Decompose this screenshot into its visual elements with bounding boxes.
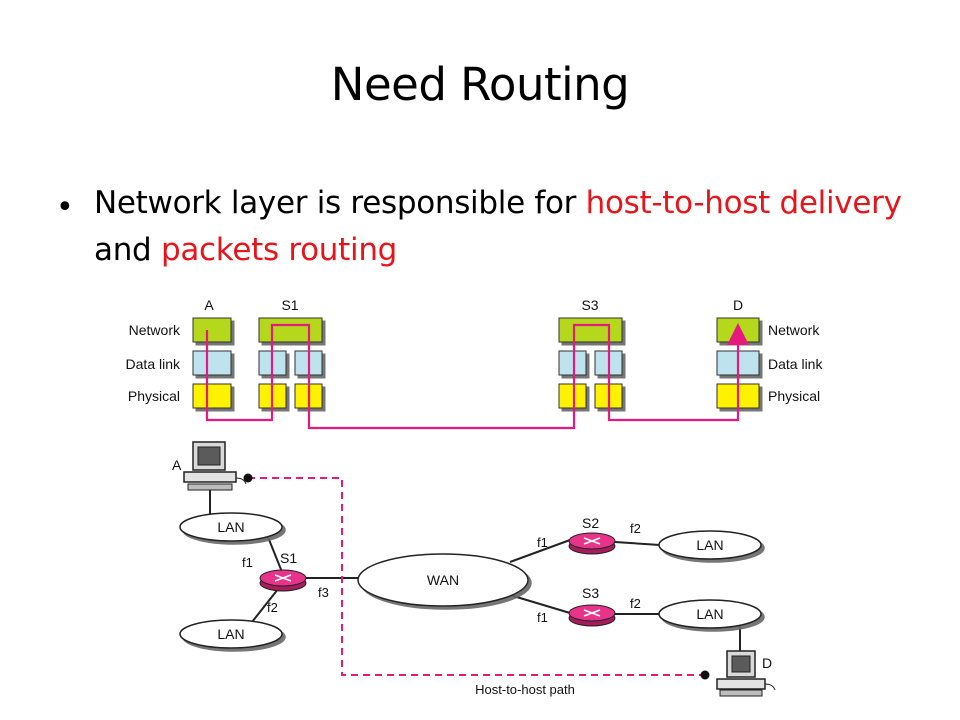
- bullet-text: Network layer is responsible for host-to…: [94, 180, 914, 274]
- stack-router-s3: [558, 317, 623, 409]
- router-icon-s2: [568, 532, 616, 555]
- layer-block-network: [192, 317, 232, 343]
- interface-s1-f3-label: f3: [318, 585, 329, 600]
- interface-s3-f1-label: f1: [537, 610, 548, 625]
- layer-node-a-label: A: [204, 297, 214, 313]
- router-icon-s1: [259, 569, 307, 592]
- lan-top-label: LAN: [217, 519, 244, 535]
- layer-label-network-right: Network: [768, 322, 820, 338]
- bullet-highlight-host-to-host: host-to-host delivery: [585, 185, 902, 221]
- stack-router-s1: [258, 317, 323, 409]
- router-s1-label: S1: [280, 550, 297, 566]
- layer-block-physical: [558, 383, 587, 409]
- lan-top: LAN: [179, 512, 283, 542]
- layer-label-network-left: Network: [129, 322, 181, 338]
- stack-host-a: [192, 317, 232, 409]
- interface-s2-f2-label: f2: [630, 521, 641, 536]
- host-a-label: A: [172, 457, 182, 473]
- layer-node-s1-label: S1: [281, 297, 298, 313]
- layer-block-datalink: [192, 350, 232, 376]
- link-lan-s1: [267, 536, 283, 573]
- topology-links: [209, 488, 741, 660]
- interface-s1-f1-label: f1: [242, 555, 253, 570]
- path-start-dot: [243, 473, 253, 483]
- host-to-host-path-label: Host-to-host path: [475, 682, 575, 697]
- slide-title: Need Routing: [330, 58, 630, 111]
- host-d-label: D: [762, 655, 772, 671]
- layer-label-datalink-left: Data link: [126, 356, 181, 372]
- layer-block-datalink: [558, 350, 587, 376]
- lan-bottom-label: LAN: [217, 626, 244, 642]
- link-wan-s2: [509, 539, 571, 563]
- router-icon-s3: [568, 604, 616, 627]
- router-s2-label: S2: [582, 515, 599, 531]
- wan-label: WAN: [427, 572, 459, 588]
- interface-s2-f1-label: f1: [537, 535, 548, 550]
- layer-label-physical-right: Physical: [768, 388, 820, 404]
- layer-block-physical: [192, 383, 232, 409]
- path-end-dot: [700, 670, 710, 680]
- computer-icon-host-d: [716, 650, 776, 697]
- wan-cloud: WAN: [357, 553, 529, 607]
- layer-label-datalink-right: Data link: [768, 356, 823, 372]
- host-to-host-path-line: [248, 477, 705, 676]
- topology-diagram: A D LAN LAN LAN LAN WAN: [172, 441, 776, 697]
- bullet-text-part1: Network layer is responsible for: [94, 185, 586, 221]
- router-s3-label: S3: [582, 585, 599, 601]
- layer-block-network: [558, 317, 623, 343]
- computer-icon-host-a: [183, 441, 247, 491]
- interface-s1-f2-label: f2: [267, 600, 278, 615]
- lan-s2: LAN: [658, 530, 762, 560]
- lan-s2-label: LAN: [696, 537, 723, 553]
- interface-s3-f2-label: f2: [630, 596, 641, 611]
- layer-node-s3-label: S3: [581, 297, 598, 313]
- layer-node-d-label: D: [733, 297, 743, 313]
- link-s2-lan: [614, 541, 661, 546]
- layer-data-path: [205, 323, 749, 430]
- bullet-text-part2: and: [94, 232, 161, 268]
- lan-s3: LAN: [658, 599, 762, 629]
- bullet-highlight-packets-routing: packets routing: [160, 232, 398, 268]
- layer-label-physical-left: Physical: [128, 388, 180, 404]
- layer-diagram: A S1 S3 D Network Data link Physical Net…: [126, 297, 823, 430]
- layer-block-network: [258, 317, 323, 343]
- link-wan-s3: [509, 594, 571, 614]
- lan-bottom: LAN: [179, 619, 283, 649]
- lan-s3-label: LAN: [696, 606, 723, 622]
- bullet-marker: •: [56, 190, 74, 225]
